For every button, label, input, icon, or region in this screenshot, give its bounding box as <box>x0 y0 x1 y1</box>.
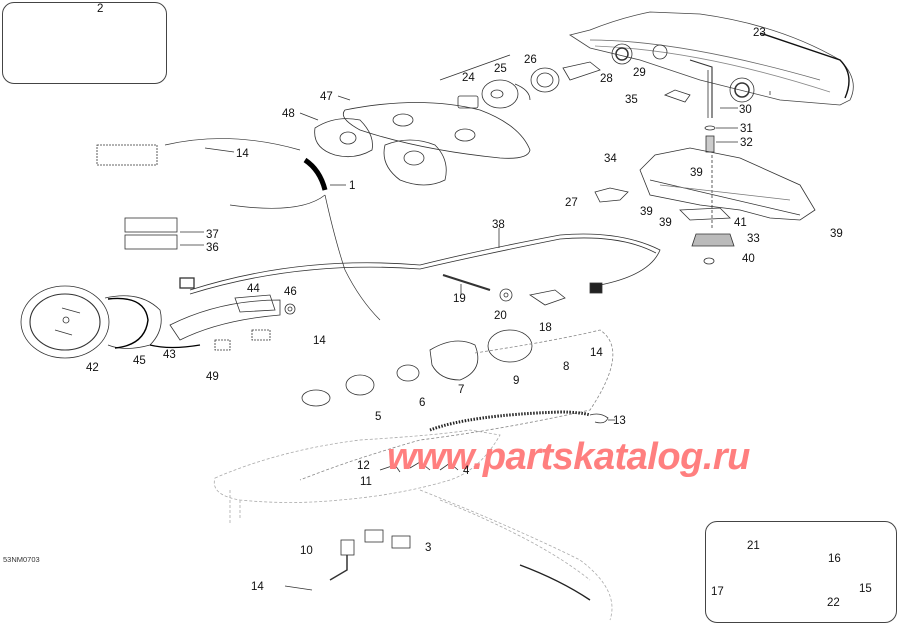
console-body <box>213 429 613 621</box>
part-callout-39[interactable]: 39 <box>690 167 703 179</box>
part-callout-39[interactable]: 39 <box>640 206 653 218</box>
part-callout-32[interactable]: 32 <box>740 137 753 149</box>
part-callout-34[interactable]: 34 <box>604 153 617 165</box>
part-callout-38[interactable]: 38 <box>492 219 505 231</box>
part-callout-39[interactable]: 39 <box>830 228 843 240</box>
light-socket-parts <box>439 54 691 109</box>
bracket <box>594 147 816 265</box>
part-callout-6[interactable]: 6 <box>419 397 426 409</box>
part-callout-22[interactable]: 22 <box>827 597 840 609</box>
part-callout-5[interactable]: 5 <box>375 411 382 423</box>
lens-discs <box>299 95 531 186</box>
part-callout-21[interactable]: 21 <box>747 540 760 552</box>
part-callout-46[interactable]: 46 <box>284 286 297 298</box>
switch-parts <box>299 329 614 481</box>
part-callout-29[interactable]: 29 <box>633 67 646 79</box>
part-callout-11[interactable]: 11 <box>360 476 372 488</box>
part-callout-15[interactable]: 15 <box>859 583 872 595</box>
part-callout-40[interactable]: 40 <box>742 253 755 265</box>
part-callout-3[interactable]: 3 <box>425 542 432 554</box>
part-callout-48[interactable]: 48 <box>282 108 295 120</box>
part-callout-14[interactable]: 14 <box>251 581 264 593</box>
part-callout-14[interactable]: 14 <box>590 347 603 359</box>
part-callout-1[interactable]: 1 <box>349 180 356 192</box>
part-callout-43[interactable]: 43 <box>163 349 176 361</box>
part-callout-42[interactable]: 42 <box>86 362 99 374</box>
part-callout-13[interactable]: 13 <box>613 415 626 427</box>
part-callout-30[interactable]: 30 <box>739 104 752 116</box>
part-callout-9[interactable]: 9 <box>513 375 520 387</box>
part-callout-4[interactable]: 4 <box>463 465 470 477</box>
speedometer-cable <box>189 228 661 306</box>
part-callout-39[interactable]: 39 <box>659 217 672 229</box>
part-callout-24[interactable]: 24 <box>462 72 475 84</box>
part-callout-7[interactable]: 7 <box>458 384 465 396</box>
part-callout-16[interactable]: 16 <box>828 553 841 565</box>
part-callout-35[interactable]: 35 <box>625 94 638 106</box>
ignition-key-inset <box>2 2 167 84</box>
switch-components <box>284 461 459 591</box>
gauge <box>20 277 296 359</box>
part-callout-8[interactable]: 8 <box>563 361 570 373</box>
coil-cord <box>429 410 615 432</box>
part-callout-44[interactable]: 44 <box>247 283 260 295</box>
wire-harness <box>96 138 381 321</box>
part-callout-14[interactable]: 14 <box>313 335 326 347</box>
part-callout-23[interactable]: 23 <box>753 27 766 39</box>
part-callout-49[interactable]: 49 <box>206 371 219 383</box>
mount-post <box>689 59 738 230</box>
part-callout-36[interactable]: 36 <box>206 242 219 254</box>
part-callout-27[interactable]: 27 <box>565 197 578 209</box>
sensor-bracket-inset <box>705 521 897 623</box>
part-callout-25[interactable]: 25 <box>494 63 507 75</box>
part-callout-20[interactable]: 20 <box>494 310 507 322</box>
part-callout-10[interactable]: 10 <box>300 545 313 557</box>
part-callout-19[interactable]: 19 <box>453 293 466 305</box>
part-callout-33[interactable]: 33 <box>747 233 760 245</box>
part-callout-41[interactable]: 41 <box>734 217 747 229</box>
part-callout-47[interactable]: 47 <box>320 91 333 103</box>
part-callout-28[interactable]: 28 <box>600 73 613 85</box>
part-callout-31[interactable]: 31 <box>740 123 753 135</box>
watermark: www.partskatalog.ru <box>387 436 750 478</box>
drawing-code: 53NM0703 <box>3 555 40 564</box>
part-callout-37[interactable]: 37 <box>206 229 219 241</box>
part-callout-12[interactable]: 12 <box>357 460 370 472</box>
part-callout-45[interactable]: 45 <box>133 355 146 367</box>
taillight-housing <box>569 11 854 106</box>
part-callout-18[interactable]: 18 <box>539 322 552 334</box>
part-callout-26[interactable]: 26 <box>524 54 537 66</box>
part-callout-2[interactable]: 2 <box>97 3 104 15</box>
part-callout-14[interactable]: 14 <box>236 148 249 160</box>
part-callout-17[interactable]: 17 <box>711 586 724 598</box>
